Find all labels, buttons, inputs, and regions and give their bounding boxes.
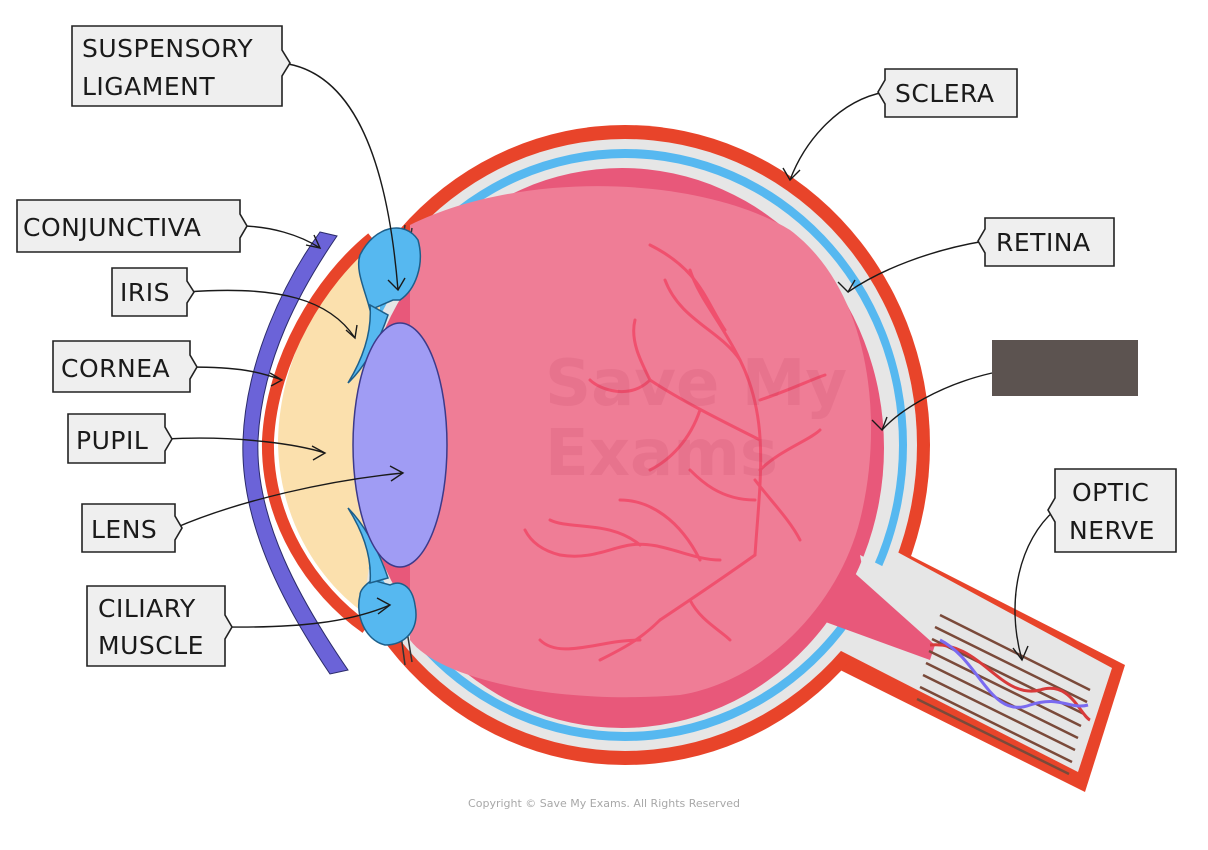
label-ciliary-line-1: CILIARY [98, 594, 196, 623]
optic-nerve-core [860, 555, 1102, 760]
label-ciliary-muscle: CILIARY MUSCLE [86, 585, 233, 667]
copyright-text: Copyright © Save My Exams. All Rights Re… [468, 797, 740, 810]
iris-bottom [347, 507, 389, 585]
leader-suspensory [281, 62, 399, 291]
label-suspensory-line-1: SUSPENSORY [82, 34, 253, 63]
label-retina-text: RETINA [996, 228, 1091, 257]
cornea [261, 233, 376, 633]
label-iris-text: IRIS [120, 278, 170, 307]
label-conjunctiva-text: CONJUNCTIVA [23, 213, 201, 242]
watermark-line-2: Exams [545, 417, 778, 491]
label-optic-nerve: OPTIC NERVE [1047, 468, 1177, 553]
leader-ciliary [224, 604, 391, 628]
label-cornea-text: CORNEA [61, 354, 170, 383]
hidden-label-box [992, 340, 1138, 396]
ciliary-body-top [358, 227, 422, 312]
label-lens-text: LENS [91, 515, 157, 544]
label-lens: LENS [81, 503, 183, 553]
label-suspensory-line-2: LIGAMENT [82, 72, 215, 101]
ciliary-body-bottom [358, 579, 417, 646]
label-iris: IRIS [111, 267, 195, 317]
label-retina: RETINA [977, 217, 1115, 267]
optic-vein [939, 638, 1089, 709]
label-sclera: SCLERA [877, 68, 1018, 118]
watermark-line-1: Save My [545, 347, 847, 421]
leader-retina [847, 240, 986, 293]
leader-pupil [164, 437, 326, 454]
label-pupil-text: PUPIL [76, 426, 148, 455]
leader-cornea [189, 366, 283, 381]
aqueous-humour [278, 255, 380, 610]
label-sclera-text: SCLERA [895, 79, 995, 108]
leader-hidden [881, 372, 993, 431]
vitreous-humour [410, 186, 872, 698]
label-conjunctiva: CONJUNCTIVA [16, 199, 248, 253]
conjunctiva [242, 231, 349, 675]
leader-conjunctiva [239, 225, 321, 249]
label-optic-line-1: OPTIC [1072, 478, 1149, 507]
optic-disc [820, 560, 935, 660]
leader-iris [186, 289, 356, 339]
leader-optic-nerve [1014, 509, 1056, 661]
label-pupil: PUPIL [67, 413, 173, 464]
label-optic-line-2: NERVE [1069, 516, 1155, 545]
label-cornea: CORNEA [52, 340, 198, 393]
eye-illustration: Save My Exams [242, 125, 1125, 792]
blood-vessels [523, 243, 827, 662]
leader-lens [174, 472, 404, 529]
leader-sclera [789, 91, 886, 181]
watermark: Save My Exams [545, 347, 847, 491]
label-ciliary-line-2: MUSCLE [98, 631, 204, 660]
label-suspensory-ligament: SUSPENSORY LIGAMENT [71, 25, 291, 107]
lens [352, 322, 448, 568]
